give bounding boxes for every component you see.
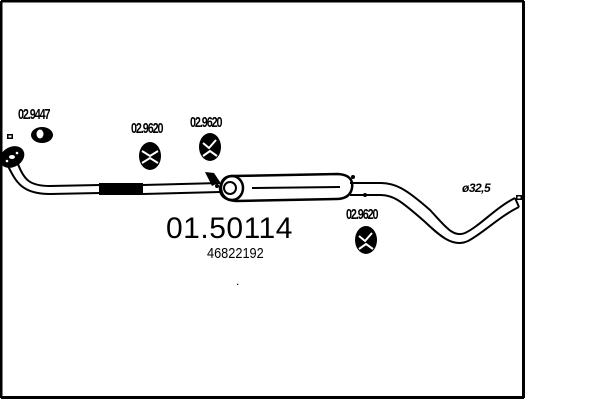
diagram-frame [0, 0, 525, 399]
middle-pipe-icon [142, 182, 221, 195]
accessory-code-label: 02.9447 [18, 106, 51, 123]
rubber-hanger-icon [139, 142, 161, 170]
accessory-code-label: 02.9620 [190, 114, 223, 131]
rubber-hanger-icon [355, 226, 377, 254]
bracket-icon [205, 172, 220, 186]
accessory-code-label: 02.9620 [346, 206, 379, 223]
accessory-code-label: 02.9620 [131, 120, 164, 137]
rubber-hanger-icon [199, 133, 221, 161]
part-number: 01.50114 [166, 212, 293, 245]
front-pipe-icon [7, 163, 101, 196]
pipe-diameter-label: ø32,5 [462, 181, 491, 195]
middle-silencer-icon [218, 172, 354, 203]
tail-pipe-icon [350, 182, 520, 244]
oe-number: 46822192 [207, 245, 264, 262]
gasket-icon [31, 127, 53, 143]
dot-mark: . [236, 274, 240, 288]
front-flange-icon [0, 134, 25, 168]
flex-pipe-icon [99, 183, 143, 195]
